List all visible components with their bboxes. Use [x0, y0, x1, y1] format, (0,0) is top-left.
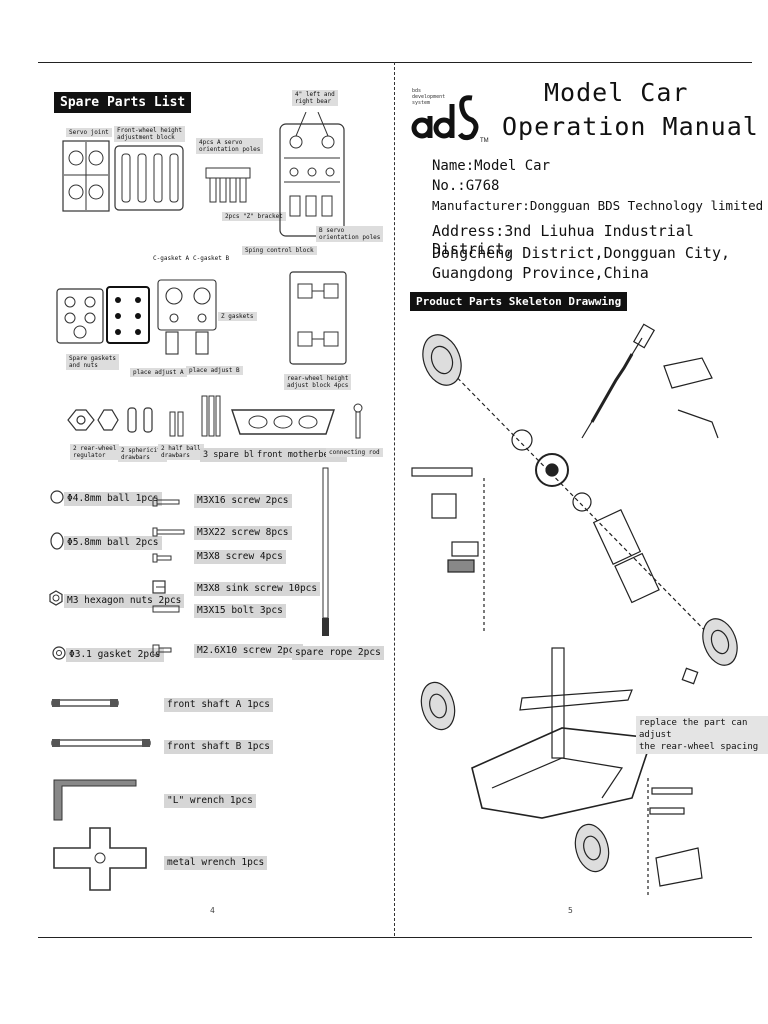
label-ball-58: Φ5.8mm ball 2pcs [64, 536, 162, 550]
label-front-shaft-a: front shaft A 1pcs [164, 698, 273, 712]
label-z-gaskets: Z gaskets [218, 312, 257, 321]
spare-rope-drawing [322, 467, 329, 636]
label-left-right-bear: 4" left and right bear [292, 90, 338, 106]
m3x8-sink-screw-icon [152, 580, 166, 594]
right-page-number: 5 [568, 906, 573, 915]
label-l-wrench: "L" wrench 1pcs [164, 794, 256, 808]
label-front-wheel-height: Front-wheel height adjustment block [114, 126, 186, 142]
label-b-servo-poles: B servo orientation poles [316, 226, 384, 242]
m3x8-screw-icon [152, 553, 172, 563]
m3x22-screw-icon [152, 527, 185, 537]
front-shaft-b-drawing [51, 739, 151, 747]
label-ball-48: Φ4.8mm ball 1pcs [64, 492, 162, 506]
servo-poles-drawing [205, 167, 251, 203]
left-page-number: 4 [210, 906, 215, 915]
logo-tm: TM [480, 138, 489, 144]
bds-logo-mark-icon [411, 95, 479, 141]
servo-joint-drawing [62, 140, 110, 212]
rear-wheel-height-block-drawing [289, 271, 347, 365]
manufacturer: Manufacturer:Dongguan BDS Technology lim… [432, 198, 764, 213]
label-m3x15: M3X15 bolt 3pcs [194, 604, 286, 618]
label-m3x16: M3X16 screw 2pcs [194, 494, 292, 508]
connecting-rod-drawing [353, 403, 363, 439]
front-shaft-a-drawing [51, 699, 119, 707]
product-number: No.:G768 [432, 178, 500, 194]
place-adjust-drawing [157, 279, 217, 355]
label-rear-wheel-height: rear-wheel height adjust block 4pcs [284, 374, 352, 390]
bds-logo: bds development system TM [410, 86, 489, 150]
spare-parts-title: Spare Parts List [54, 92, 192, 113]
exploded-view-drawing [411, 323, 738, 898]
label-z-bracket: 2pcs "Z" bracket [222, 212, 286, 221]
row3-small-parts-drawing [67, 407, 153, 433]
ball-58-icon [50, 532, 64, 550]
nuts-frame-drawing [106, 286, 150, 344]
gasket-31-icon [52, 646, 66, 660]
page-frame [38, 62, 752, 938]
label-gasket-a: C-gasket A [153, 255, 190, 262]
label-connecting-rod: connecting rod [326, 448, 383, 457]
replace-part-note: replace the part can adjust the rear-whe… [636, 716, 768, 754]
label-front-shaft-b: front shaft B 1pcs [164, 740, 273, 754]
half-ball-drawbar-drawing [169, 411, 184, 437]
label-gasket-b: C-gasket B [193, 255, 230, 262]
label-half-ball: 2 half ball drawbars [158, 444, 204, 460]
manual-title-line2: Operation Manual [502, 112, 759, 141]
label-hex-nuts: M3 hexagon nuts 2pcs [64, 594, 185, 608]
label-gasket-31: Φ3.1 gasket 2pcs [66, 648, 164, 662]
address-line3: Guangdong Province,China [432, 264, 649, 282]
label-rear-regulator: 2 rear-wheel regulator [70, 444, 120, 460]
label-spare-gaskets: Spare gaskets and nuts [66, 354, 119, 370]
address-line2: Dongcheng District,Dongguan City, [432, 244, 731, 262]
front-wheel-height-block-drawing [114, 145, 184, 211]
m26x10-screw-icon [152, 644, 172, 656]
label-front-motherboard: front motherbeard [254, 448, 347, 462]
center-fold-divider [394, 62, 395, 936]
label-servo-poles: 4pcs A servo orientation poles [196, 138, 264, 154]
label-m26x10: M2.6X10 screw 2pcs [194, 644, 303, 658]
skeleton-drawing-title: Product Parts Skeleton Drawwing [410, 292, 628, 311]
manual-title-line1: Model Car [544, 78, 689, 107]
label-sphericity: 2 sphericity drawbars [118, 446, 168, 462]
logo-small-text: bds development system [412, 88, 446, 106]
metal-wrench-drawing [53, 827, 147, 891]
product-name: Name:Model Car [432, 158, 551, 174]
label-m3x8: M3X8 screw 4pcs [194, 550, 286, 564]
label-spring-control: Sping control block [242, 246, 317, 255]
label-m3x8-sink: M3X8 sink screw 10pcs [194, 582, 321, 596]
address-line1: Address:3nd Liuhua Industrial District, [432, 222, 694, 258]
label-metal-wrench: metal wrench 1pcs [164, 856, 268, 870]
label-place-adjust-b: place adjust B [186, 366, 243, 375]
bearing-frame-drawing [279, 112, 345, 237]
m3x15-bolt-icon [152, 605, 180, 613]
l-wrench-drawing [53, 779, 137, 821]
label-place-adjust-a: place adjust A [130, 368, 187, 377]
hex-nut-icon [49, 590, 63, 606]
label-m3x22: M3X22 screw 8pcs [194, 526, 292, 540]
spare-gaskets-drawing [56, 288, 104, 344]
label-servo-joint: Servo joint [66, 128, 112, 137]
label-spare-rope: spare rope 2pcs [292, 646, 384, 660]
ball-48-icon [50, 490, 64, 504]
front-motherboard-drawing [231, 409, 335, 435]
m3x16-screw-icon [152, 497, 180, 507]
spare-block-drawing [201, 395, 221, 437]
